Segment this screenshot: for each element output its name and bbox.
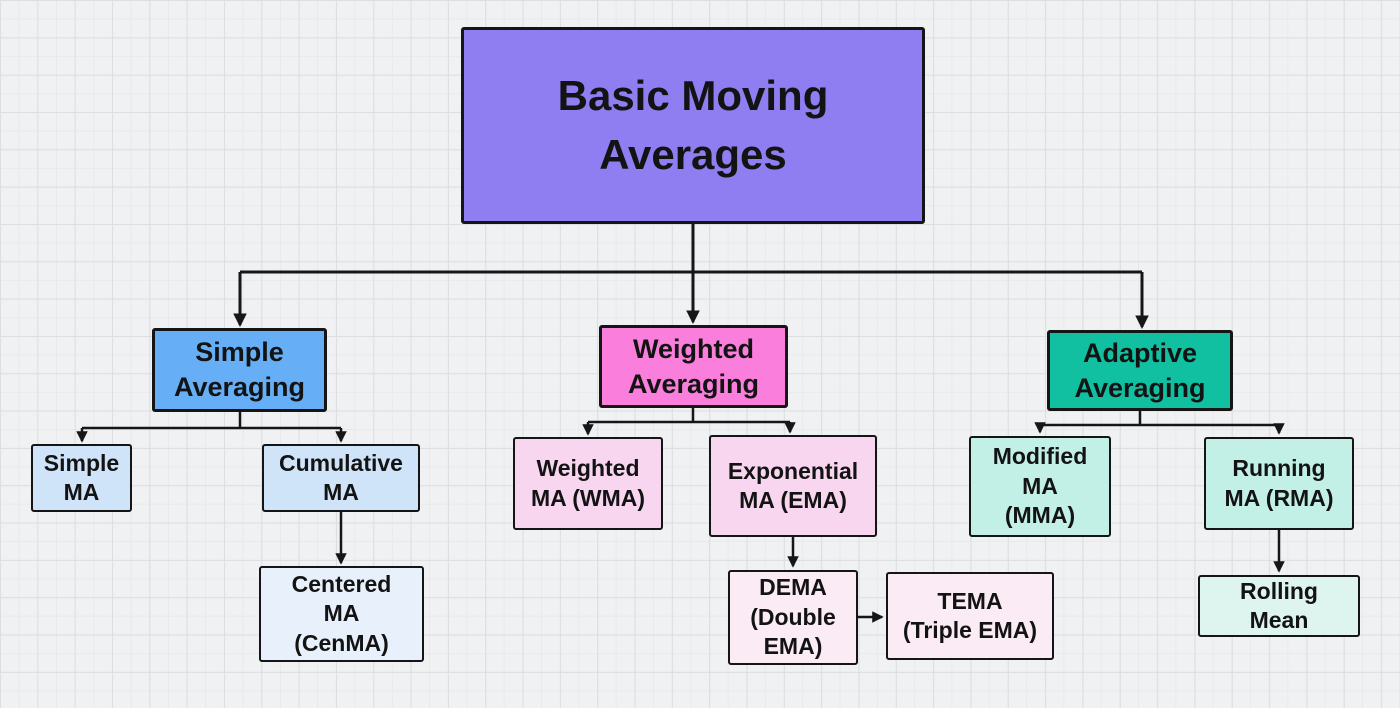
edge-simple-branch-rail bbox=[82, 412, 341, 430]
node-weighted-ma: Weighted MA (WMA) bbox=[513, 437, 663, 530]
node-centered-ma: Centered MA (CenMA) bbox=[259, 566, 424, 662]
node-rolling-mean: Rolling Mean bbox=[1198, 575, 1360, 637]
edge-weighted-branch-rail bbox=[588, 408, 790, 424]
edge-adaptive-branch-rail bbox=[1040, 411, 1279, 427]
node-simple-averaging: Simple Averaging bbox=[152, 328, 327, 412]
edge-root-trunk bbox=[240, 224, 1142, 274]
node-adaptive-averaging: Adaptive Averaging bbox=[1047, 330, 1233, 411]
node-basic-moving-averages: Basic Moving Averages bbox=[461, 27, 925, 224]
node-running-ma: Running MA (RMA) bbox=[1204, 437, 1354, 530]
node-simple-ma: Simple MA bbox=[31, 444, 132, 512]
node-exponential-ma: Exponential MA (EMA) bbox=[709, 435, 877, 537]
node-cumulative-ma: Cumulative MA bbox=[262, 444, 420, 512]
node-tema: TEMA (Triple EMA) bbox=[886, 572, 1054, 660]
node-dema: DEMA (Double EMA) bbox=[728, 570, 858, 665]
node-weighted-averaging: Weighted Averaging bbox=[599, 325, 788, 408]
node-modified-ma: Modified MA (MMA) bbox=[969, 436, 1111, 537]
